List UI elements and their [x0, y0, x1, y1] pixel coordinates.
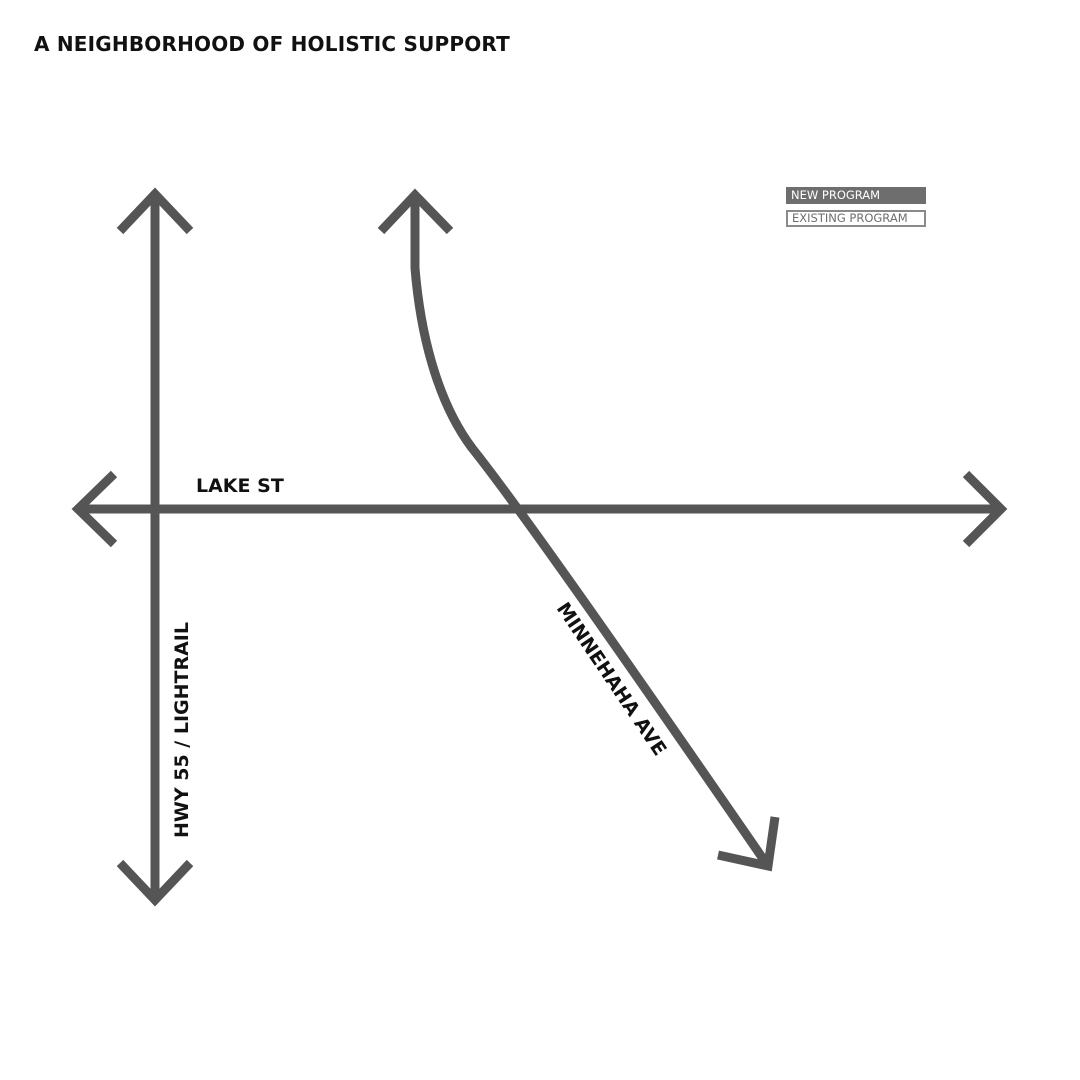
legend: NEW PROGRAM EXISTING PROGRAM	[786, 187, 926, 227]
lake-st-arrowhead-left	[71, 470, 118, 548]
hwy-55-label: HWY 55 / LIGHTRAIL	[171, 622, 193, 838]
minnehaha-line	[410, 195, 772, 869]
lake-st-label: LAKE ST	[196, 475, 284, 497]
page-title: A NEIGHBORHOOD OF HOLISTIC SUPPORT	[34, 32, 510, 56]
lake-st-arrowhead-right	[962, 470, 1008, 548]
hwy-55-road	[116, 187, 194, 907]
hwy-55-arrowhead-bottom	[116, 859, 194, 907]
minnehaha-road	[377, 188, 780, 872]
minnehaha-label: MINNEHAHA AVE	[552, 598, 671, 759]
lake-st-road	[71, 470, 1008, 548]
minnehaha-arrowhead-top	[377, 188, 454, 235]
minnehaha-arrowhead-bottom	[717, 816, 780, 872]
hwy-55-arrowhead-top	[116, 187, 194, 235]
legend-new-program: NEW PROGRAM	[786, 187, 926, 204]
legend-existing-program: EXISTING PROGRAM	[786, 210, 926, 227]
